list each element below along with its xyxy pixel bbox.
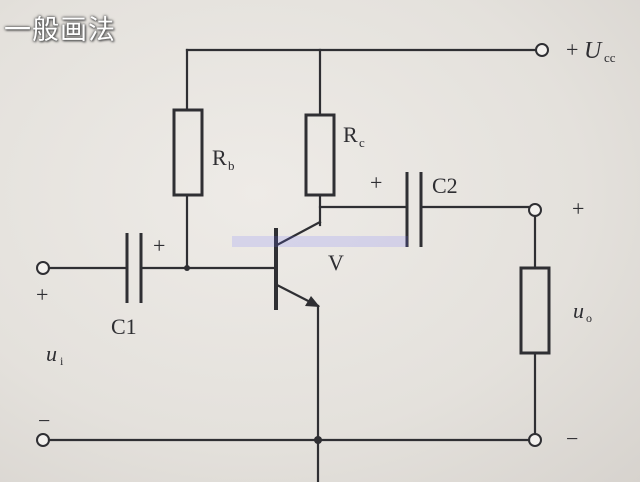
ground-junction-dot	[314, 436, 322, 444]
resistor-load	[519, 266, 551, 355]
output-minus-label: −	[566, 426, 578, 451]
resistor-rb	[172, 108, 204, 197]
input-minus-terminal	[36, 433, 50, 447]
resistor-rc	[304, 113, 336, 197]
vcc-subscript-label: cc	[604, 50, 616, 65]
rb-subscript-label: b	[228, 158, 235, 173]
transistor-collector-lead	[275, 220, 322, 247]
rc-subscript-label: c	[359, 135, 365, 150]
highlight-band	[232, 236, 408, 247]
output-voltage-label: u	[573, 298, 584, 323]
input-voltage-subscript: i	[60, 354, 64, 368]
output-minus-terminal	[528, 433, 542, 447]
input-plus-label: +	[36, 282, 48, 307]
output-plus-terminal	[528, 203, 542, 217]
diagram-title: 一般画法	[4, 15, 116, 46]
rc-label: R	[343, 122, 358, 147]
c2-polarity-label: +	[370, 170, 382, 195]
input-minus-label: −	[38, 408, 50, 433]
output-voltage-subscript: o	[586, 311, 592, 325]
c1-polarity-label: +	[153, 233, 165, 258]
c2-label: C2	[432, 173, 458, 198]
vcc-terminal	[535, 43, 549, 57]
input-voltage-label: u	[46, 341, 57, 366]
output-plus-label: +	[572, 196, 584, 221]
c1-label: C1	[111, 314, 137, 339]
input-plus-terminal	[36, 261, 50, 275]
vcc-symbol-label: U	[584, 38, 603, 64]
emitter-arrow-icon	[305, 296, 320, 307]
transistor-label: V	[328, 250, 344, 275]
base-junction-dot	[184, 265, 190, 271]
rb-label: R	[212, 145, 227, 170]
vcc-sign-label: +	[566, 37, 578, 62]
